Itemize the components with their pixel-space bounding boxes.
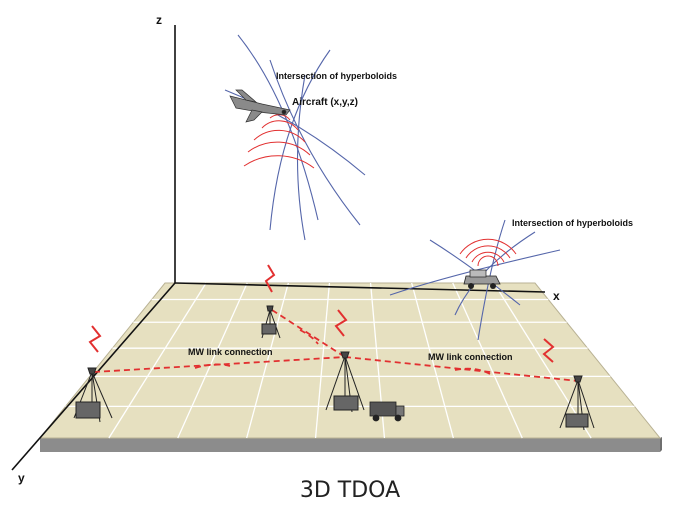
shelter-truck-icon [369,401,405,422]
lightning-signal-icon [88,325,102,353]
intersection-air-label: Intersection of hyperboloids [276,71,397,81]
plane-front-edge [40,438,660,452]
aircraft-icon [229,89,291,123]
x-axis-label: x [553,289,560,303]
intersection-ground-label: Intersection of hyperboloids [512,218,633,228]
air-hyperbolas [224,34,366,241]
grid-line-depth [411,282,454,439]
grid-line-depth [452,282,523,439]
grid-line-depth [493,282,592,439]
aircraft-signal-arcs [243,114,315,169]
lightning-signal-icon [334,309,348,337]
antenna-tower-icon [559,375,595,431]
lightning-signals [88,264,555,363]
plane-right-edge [660,437,662,452]
ground-vehicle-icon [463,269,501,289]
lightning-signal-icon [264,264,276,293]
z-axis-label: z [156,13,162,27]
vehicle-signal-arcs [459,238,517,267]
x-axis-line [174,282,546,293]
diagram-title: 3D TDOA [300,478,400,503]
grid-line-depth [108,282,207,439]
aircraft-label: Aircraft (x,y,z) [292,97,358,108]
grid-line-depth [246,282,289,439]
mw-link-right-label: MW link connection [428,352,513,362]
lightning-signal-icon [542,338,555,363]
grid-line-depth [177,282,248,439]
mw-link-lines [93,309,579,382]
y-axis-label: y [18,471,25,485]
antenna-tower-icon [73,367,113,423]
ground-plane [38,282,662,452]
antenna-tower-icon [261,305,281,339]
mw-link-left-label: MW link connection [188,347,273,357]
grid-line-depth [314,282,331,439]
antenna-tower-icon [325,351,365,413]
